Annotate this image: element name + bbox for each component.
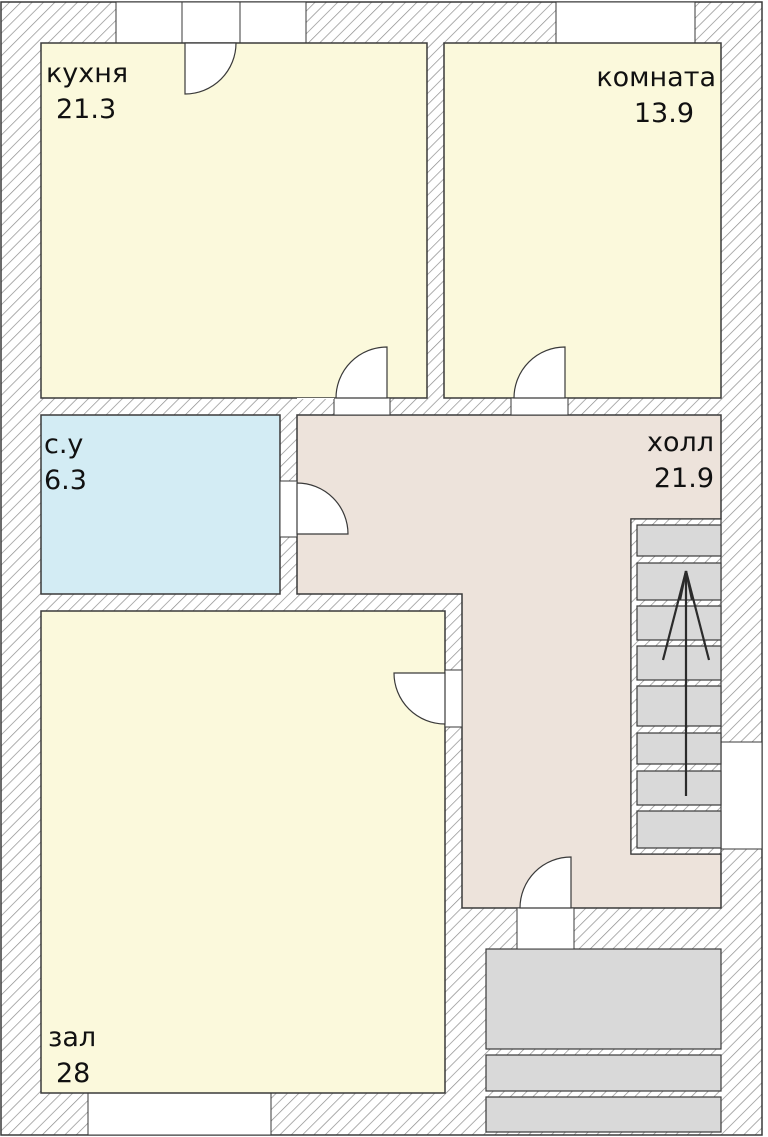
lower-stair-block bbox=[485, 948, 722, 1133]
hall-name: холл bbox=[646, 427, 714, 458]
stair-direction-arrow-icon bbox=[661, 570, 711, 796]
door-kitchen-hall-icon bbox=[335, 346, 388, 399]
window-living bbox=[87, 1092, 272, 1136]
room-bathroom[interactable] bbox=[40, 414, 281, 595]
kitchen-name: кухня bbox=[46, 58, 129, 89]
living-name: зал bbox=[48, 1022, 97, 1053]
door-bathroom-icon bbox=[296, 482, 349, 535]
label-living: зал 28 bbox=[48, 1020, 96, 1092]
kitchen-area: 21.3 bbox=[56, 94, 117, 125]
label-kitchen: кухня 21.3 bbox=[46, 56, 128, 128]
bathroom-name: с.у bbox=[44, 429, 84, 460]
label-bathroom: с.у 6.3 bbox=[44, 427, 87, 499]
window-kitchen-left bbox=[115, 1, 183, 44]
room-area: 13.9 bbox=[633, 98, 694, 129]
door-room-hall-icon bbox=[513, 346, 566, 399]
room-kitchen[interactable] bbox=[40, 42, 428, 399]
hall-area: 21.9 bbox=[653, 463, 714, 494]
label-hall: холл 21.9 bbox=[647, 425, 714, 497]
room-bedroom[interactable] bbox=[443, 42, 722, 399]
room-living[interactable] bbox=[40, 610, 446, 1094]
stair-treads bbox=[636, 524, 722, 849]
door-kitchen-entrance-icon bbox=[184, 42, 237, 95]
living-area: 28 bbox=[56, 1058, 91, 1089]
label-room: комната 13.9 bbox=[596, 60, 716, 132]
window-room bbox=[555, 1, 696, 44]
door-living-icon bbox=[393, 672, 446, 725]
window-kitchen-right bbox=[239, 1, 307, 44]
bathroom-area: 6.3 bbox=[44, 465, 87, 496]
window-stair bbox=[720, 741, 763, 850]
room-name: комната bbox=[596, 62, 716, 93]
kitchen-entrance-opening bbox=[181, 1, 241, 44]
door-swings bbox=[184, 42, 572, 909]
door-hall-bottom-icon bbox=[519, 856, 572, 909]
